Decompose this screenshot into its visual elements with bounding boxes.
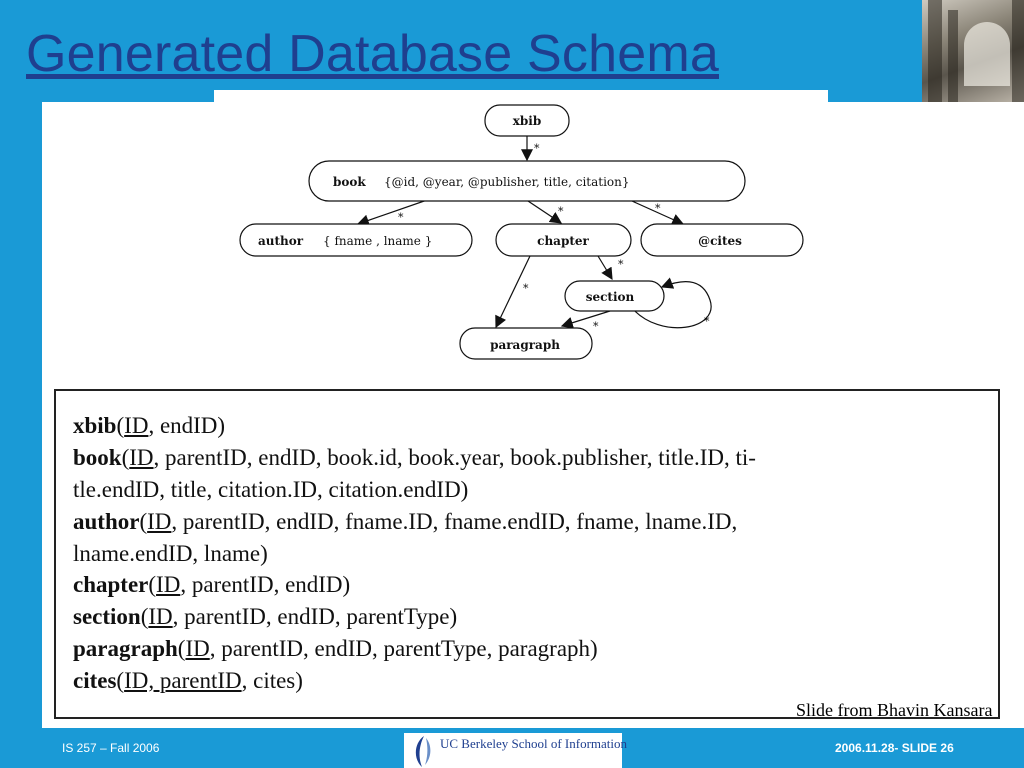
schema-xbib: xbib(ID, endID) xyxy=(73,413,226,438)
edge-book-chapter xyxy=(527,200,562,224)
primary-key: ID xyxy=(148,604,173,629)
primary-key: ID xyxy=(185,636,210,661)
node-author-attributes: { fname , lname } xyxy=(323,234,432,248)
primary-key: ID xyxy=(124,413,149,438)
school-logo-text: UC Berkeley School of Information xyxy=(440,736,628,751)
slide-number: 2006.11.28- SLIDE 26 xyxy=(835,741,954,755)
edge-section-self xyxy=(631,277,712,329)
edge-label: * xyxy=(534,142,540,155)
relation-attributes: , parentID, endID) xyxy=(180,572,351,597)
node-section xyxy=(564,280,665,312)
node-section-label: section xyxy=(586,290,635,304)
edge-chapter-paragraph xyxy=(495,255,531,329)
slide-title: Generated Database Schema xyxy=(26,25,719,83)
edge-label: * xyxy=(398,211,404,224)
node-book-attributes: {@id, @year, @publisher, title, citation… xyxy=(384,175,630,189)
schema-paragraph: paragraph(ID, parentID, endID, parentTyp… xyxy=(73,636,598,661)
edge-section-paragraph xyxy=(560,310,611,329)
node-cites xyxy=(640,223,804,257)
node-author-label: author xyxy=(258,234,304,248)
relation-attributes: , parentID, endID, fname.ID, fname.endID… xyxy=(171,509,738,534)
school-logo xyxy=(404,733,622,768)
primary-key: ID xyxy=(147,509,172,534)
relation-name: xbib xyxy=(73,413,117,438)
relation-name: section xyxy=(73,604,141,629)
berkeley-logo-icon xyxy=(415,736,431,767)
edge-chapter-section xyxy=(597,255,613,281)
edge-label: * xyxy=(523,282,529,295)
node-paragraph-label: paragraph xyxy=(490,338,560,352)
node-book-label: book xyxy=(333,175,366,189)
edge-label: * xyxy=(704,315,710,328)
relation-name: author xyxy=(73,509,140,534)
relation-name: book xyxy=(73,445,122,470)
slide-credit: Slide from Bhavin Kansara xyxy=(796,700,993,720)
schema-section: section(ID, parentID, endID, parentType) xyxy=(73,604,458,629)
relation-name: chapter xyxy=(73,572,149,597)
primary-key: ID, parentID xyxy=(124,668,242,693)
schema-author: author(ID, parentID, endID, fname.ID, fn… xyxy=(73,509,738,534)
node-book xyxy=(308,160,746,202)
node-author xyxy=(239,223,473,257)
node-chapter-label: chapter xyxy=(537,234,589,248)
schema-chapter: chapter(ID, parentID, endID) xyxy=(73,572,351,597)
edge-label: * xyxy=(655,202,661,215)
relation-name: paragraph xyxy=(73,636,178,661)
primary-key: ID xyxy=(156,572,181,597)
node-paragraph xyxy=(459,327,593,360)
diagram-top-strip xyxy=(214,90,828,104)
schema-cites: cites(ID, parentID, cites) xyxy=(73,668,303,693)
relation-attributes: , parentID, endID, parentType, paragraph… xyxy=(209,636,598,661)
node-xbib xyxy=(484,104,570,137)
edge-label: * xyxy=(558,205,564,218)
course-label: IS 257 – Fall 2006 xyxy=(62,741,160,755)
relation-attributes: , cites) xyxy=(241,668,303,693)
relation-attributes: , parentID, endID, parentType) xyxy=(172,604,458,629)
campus-photo xyxy=(922,0,1024,102)
edge-book-author xyxy=(356,198,431,227)
schema-book: book(ID, parentID, endID, book.id, book.… xyxy=(73,445,756,470)
schema-book-cont: tle.endID, title, citation.ID, citation.… xyxy=(73,477,469,502)
schema-author-cont: lname.endID, lname) xyxy=(73,541,268,566)
node-chapter xyxy=(495,223,632,257)
relation-attributes: , parentID, endID, book.id, book.year, b… xyxy=(153,445,756,470)
edge-label: * xyxy=(593,320,599,333)
edge-book-cites xyxy=(631,200,685,226)
edge-label: * xyxy=(618,258,624,271)
relational-schema-box xyxy=(54,389,1000,719)
schema-diagram: * * * * * * * * xbib book {@id, @year, @… xyxy=(239,104,804,360)
relation-attributes: , endID) xyxy=(148,413,226,438)
node-xbib-label: xbib xyxy=(513,114,542,128)
node-cites-label: @cites xyxy=(698,234,742,248)
primary-key: ID xyxy=(129,445,154,470)
relation-name: cites xyxy=(73,668,117,693)
